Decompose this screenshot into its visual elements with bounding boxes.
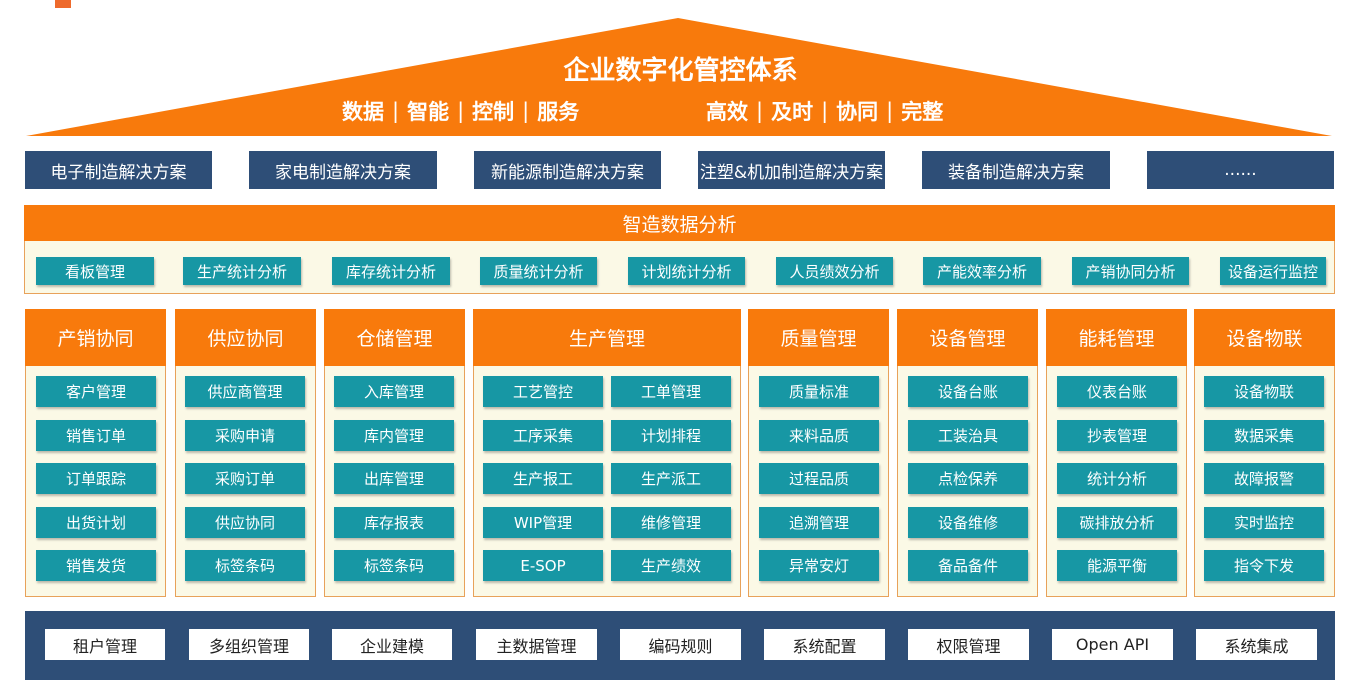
tag: 高效 (706, 100, 748, 124)
module-item: 工单管理 (611, 376, 731, 407)
diagram-title: 企业数字化管控体系 (563, 56, 798, 86)
tag-separator: | (522, 99, 530, 123)
platform-item: 系统配置 (764, 629, 885, 660)
tag-separator: | (457, 99, 465, 123)
analysis-title: 智造数据分析 (24, 205, 1335, 241)
corner-mark (55, 0, 71, 8)
module-item: 计划排程 (611, 420, 731, 451)
solution-equipment: 装备制造解决方案 (922, 151, 1110, 189)
module-item: 碳排放分析 (1057, 507, 1177, 538)
module-item: 订单跟踪 (36, 463, 156, 494)
tag-separator: | (886, 99, 894, 123)
tags-left: 数据 | 智能 | 控制 | 服务 (342, 96, 579, 126)
tag: 完整 (901, 100, 944, 124)
module-item: 采购申请 (185, 420, 305, 451)
tag-separator: | (392, 99, 400, 123)
analysis-item: 设备运行监控 (1220, 257, 1326, 285)
module-item: 供应商管理 (185, 376, 305, 407)
module-item: 备品备件 (908, 550, 1028, 581)
module-item: 出库管理 (334, 463, 454, 494)
module-item: 工艺管控 (483, 376, 603, 407)
module-item: 生产派工 (611, 463, 731, 494)
solution-electronics: 电子制造解决方案 (25, 151, 212, 189)
platform-item: 主数据管理 (476, 629, 597, 660)
analysis-item: 产销协同分析 (1072, 257, 1189, 285)
tag-separator: | (756, 99, 764, 123)
platform-item: Open API (1052, 629, 1173, 660)
solution-more: ...... (1147, 151, 1334, 189)
module-item: 销售订单 (36, 420, 156, 451)
tag: 控制 (472, 100, 515, 124)
solution-new-energy: 新能源制造解决方案 (474, 151, 661, 189)
module-title: 设备物联 (1194, 309, 1335, 366)
module-item: 维修管理 (611, 507, 731, 538)
module-item: 设备物联 (1204, 376, 1324, 407)
module-title: 仓储管理 (324, 309, 465, 366)
module-item: 故障报警 (1204, 463, 1324, 494)
module-item: 统计分析 (1057, 463, 1177, 494)
platform-item: 权限管理 (908, 629, 1029, 660)
module-item: 客户管理 (36, 376, 156, 407)
roof-shape (26, 18, 1332, 136)
platform-item: 编码规则 (620, 629, 741, 660)
module-title: 质量管理 (748, 309, 889, 366)
analysis-item: 产能效率分析 (923, 257, 1041, 285)
tag: 协同 (836, 100, 879, 124)
module-item: 指令下发 (1204, 550, 1324, 581)
module-item: 标签条码 (334, 550, 454, 581)
module-title: 供应协同 (175, 309, 316, 366)
module-item: 生产报工 (483, 463, 603, 494)
module-item: 库内管理 (334, 420, 454, 451)
module-item: 生产绩效 (611, 550, 731, 581)
module-item: 仪表台账 (1057, 376, 1177, 407)
module-item: 点检保养 (908, 463, 1028, 494)
platform-item: 企业建模 (332, 629, 452, 660)
solution-appliance: 家电制造解决方案 (249, 151, 437, 189)
analysis-item: 看板管理 (36, 257, 154, 285)
module-title: 设备管理 (897, 309, 1038, 366)
analysis-item: 库存统计分析 (332, 257, 450, 285)
analysis-item: 生产统计分析 (183, 257, 301, 285)
module-item: 出货计划 (36, 507, 156, 538)
module-item: 入库管理 (334, 376, 454, 407)
module-item: 供应协同 (185, 507, 305, 538)
tags-right: 高效 | 及时 | 协同 | 完整 (706, 96, 943, 126)
solution-injection-machining: 注塑&机加制造解决方案 (698, 151, 885, 189)
module-item: 库存报表 (334, 507, 454, 538)
module-item: 采购订单 (185, 463, 305, 494)
tag: 及时 (771, 100, 814, 124)
module-item: 数据采集 (1204, 420, 1324, 451)
tag: 数据 (342, 100, 384, 124)
module-item: E-SOP (483, 550, 603, 581)
platform-item: 多组织管理 (189, 629, 309, 660)
module-item: 抄表管理 (1057, 420, 1177, 451)
tag: 智能 (407, 100, 450, 124)
module-item: 来料品质 (759, 420, 879, 451)
module-title: 生产管理 (473, 309, 741, 366)
tag: 服务 (537, 100, 580, 124)
platform-item: 租户管理 (45, 629, 165, 660)
module-item: 追溯管理 (759, 507, 879, 538)
module-item: 工序采集 (483, 420, 603, 451)
module-item: 工装治具 (908, 420, 1028, 451)
tag-separator: | (821, 99, 829, 123)
module-item: 过程品质 (759, 463, 879, 494)
module-item: WIP管理 (483, 507, 603, 538)
module-item: 质量标准 (759, 376, 879, 407)
platform-item: 系统集成 (1196, 629, 1317, 660)
module-item: 标签条码 (185, 550, 305, 581)
module-item: 销售发货 (36, 550, 156, 581)
analysis-item: 人员绩效分析 (776, 257, 893, 285)
module-title: 产销协同 (25, 309, 166, 366)
module-item: 实时监控 (1204, 507, 1324, 538)
module-item: 设备维修 (908, 507, 1028, 538)
analysis-item: 质量统计分析 (480, 257, 597, 285)
module-item: 能源平衡 (1057, 550, 1177, 581)
module-item: 设备台账 (908, 376, 1028, 407)
module-title: 能耗管理 (1046, 309, 1187, 366)
module-item: 异常安灯 (759, 550, 879, 581)
analysis-item: 计划统计分析 (628, 257, 745, 285)
